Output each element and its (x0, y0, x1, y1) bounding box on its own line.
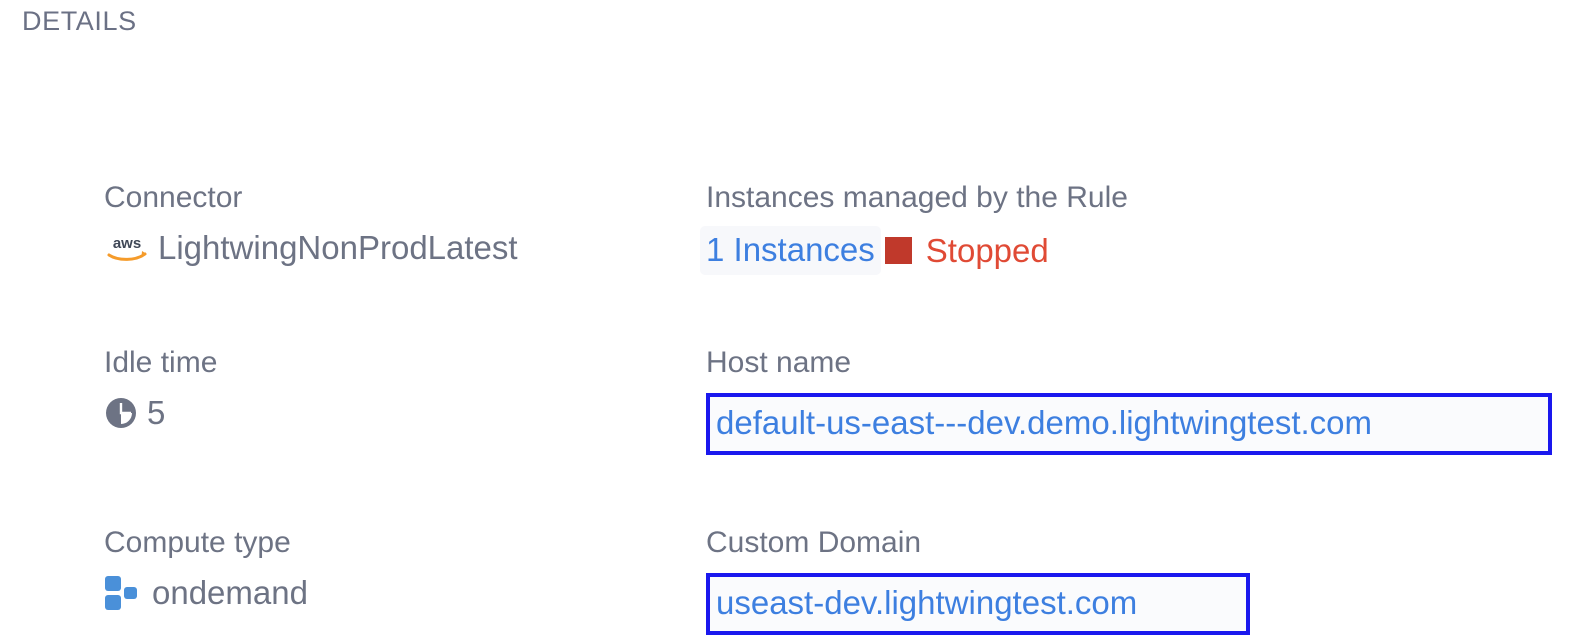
detail-row: Connector aws LightwingNonProdLatest Ins… (104, 178, 1564, 275)
page-title: DETAILS (22, 6, 137, 36)
clock-icon (104, 396, 138, 430)
aws-icon: aws (104, 231, 150, 265)
idle-time-value: 5 (147, 394, 166, 431)
custom-domain-label: Custom Domain (706, 526, 922, 559)
custom-domain-annotated-box[interactable]: useast-dev.lightwingtest.com (706, 573, 1250, 635)
compute-squares-icon (104, 575, 142, 611)
detail-field-custom-domain: Custom Domain useast-dev.lightwingtest.c… (706, 523, 1564, 635)
stopped-square-icon (884, 237, 912, 264)
host-name-annotated-box[interactable]: default-us-east---dev.demo.lightwingtest… (706, 393, 1552, 455)
host-name-link[interactable]: default-us-east---dev.demo.lightwingtest… (716, 404, 1373, 441)
host-name-label: Host name (706, 346, 852, 379)
detail-field-connector: Connector aws LightwingNonProdLatest (104, 178, 706, 270)
instances-label: Instances managed by the Rule (706, 181, 1128, 214)
idle-time-label: Idle time (104, 346, 218, 379)
instances-count-link[interactable]: 1 Instances (700, 226, 881, 275)
svg-text:aws: aws (113, 235, 141, 252)
instances-value-row: 1 Instances Stopped (700, 226, 1564, 275)
compute-type-value-row: ondemand (104, 571, 706, 615)
detail-field-instances: Instances managed by the Rule 1 Instance… (700, 178, 1564, 275)
detail-row: Idle time 5 Host name default-us-east---… (104, 343, 1564, 455)
detail-row: Compute type ondemand Custom Domain usea… (104, 523, 1564, 635)
custom-domain-link[interactable]: useast-dev.lightwingtest.com (716, 584, 1138, 621)
connector-label: Connector (104, 181, 243, 214)
detail-field-idle-time: Idle time 5 (104, 343, 706, 435)
detail-field-host-name: Host name default-us-east---dev.demo.lig… (706, 343, 1564, 455)
compute-type-label: Compute type (104, 526, 291, 559)
compute-type-value: ondemand (152, 574, 308, 611)
detail-field-compute-type: Compute type ondemand (104, 523, 706, 615)
status-text: Stopped (925, 231, 1049, 269)
idle-time-value-row: 5 (104, 391, 706, 435)
status-badge: Stopped (884, 229, 1049, 273)
connector-value: LightwingNonProdLatest (158, 229, 518, 266)
details-grid: Connector aws LightwingNonProdLatest Ins… (104, 178, 1564, 635)
connector-value-row: aws LightwingNonProdLatest (104, 226, 706, 270)
